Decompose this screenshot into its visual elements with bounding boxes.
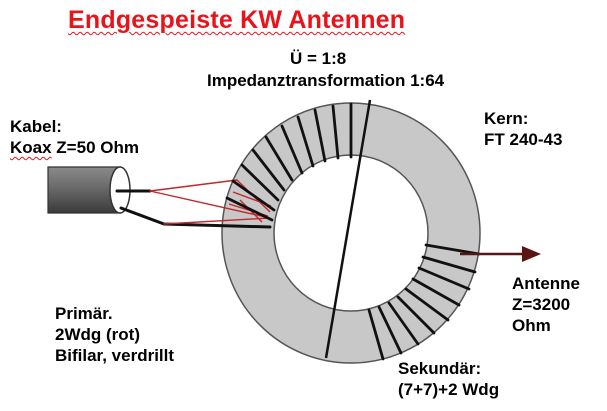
coax-leads — [115, 179, 272, 229]
cable-label: Kabel: Koax Z=50 Ohm — [10, 116, 139, 158]
antenna-label: Antenne Z=3200 Ohm — [512, 273, 580, 336]
diagram-title: Endgespeiste KW Antennen — [68, 6, 406, 34]
antenna-label-line1: Antenne — [512, 274, 580, 293]
coax-cable — [47, 166, 131, 214]
core-label: Kern: FT 240-43 — [484, 108, 562, 150]
toroid-core — [221, 102, 481, 364]
cable-label-line2: Koax Z=50 Ohm — [10, 137, 139, 158]
antenna-label-line2: Z=3200 — [512, 295, 571, 314]
arrow-right-icon — [522, 246, 541, 262]
secondary-winding-upper — [225, 102, 353, 222]
impedance-transformation: Impedanztransformation 1:64 — [207, 71, 445, 90]
core-label-line1: Kern: — [484, 109, 529, 128]
cable-type-word: Koax — [10, 138, 52, 157]
primary-lead-upper — [149, 179, 238, 192]
secondary-label-line1: Sekundär: — [398, 359, 482, 378]
core-label-line2: FT 240-43 — [484, 130, 563, 149]
primary-winding-label: Primär. 2Wdg (rot) Bifilar, verdrillt — [55, 303, 174, 366]
antenna-label-line3: Ohm — [512, 316, 551, 335]
cable-impedance: Z=50 Ohm — [51, 138, 139, 157]
primary-label-line2: 2Wdg (rot) — [55, 325, 140, 344]
antenna-output — [460, 246, 541, 262]
cable-label-line1: Kabel: — [10, 117, 62, 136]
secondary-label-line2: (7+7)+2 Wdg — [398, 380, 500, 399]
primary-label-line1: Primär. — [55, 304, 113, 323]
turns-ratio: Ü = 1:8 — [290, 49, 347, 68]
secondary-winding-label: Sekundär: (7+7)+2 Wdg — [398, 358, 499, 400]
secondary-winding-lower — [367, 243, 481, 361]
core-diagonal-wire — [324, 99, 372, 359]
primary-label-line3: Bifilar, verdrillt — [55, 346, 175, 365]
